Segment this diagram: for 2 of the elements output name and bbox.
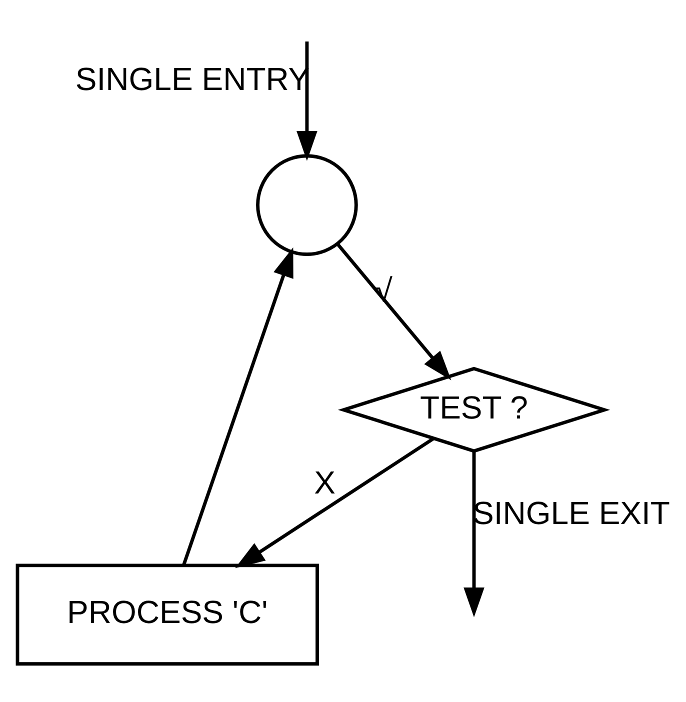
edge-label: SINGLE EXIT (472, 494, 670, 531)
edge-label: X (314, 464, 336, 500)
